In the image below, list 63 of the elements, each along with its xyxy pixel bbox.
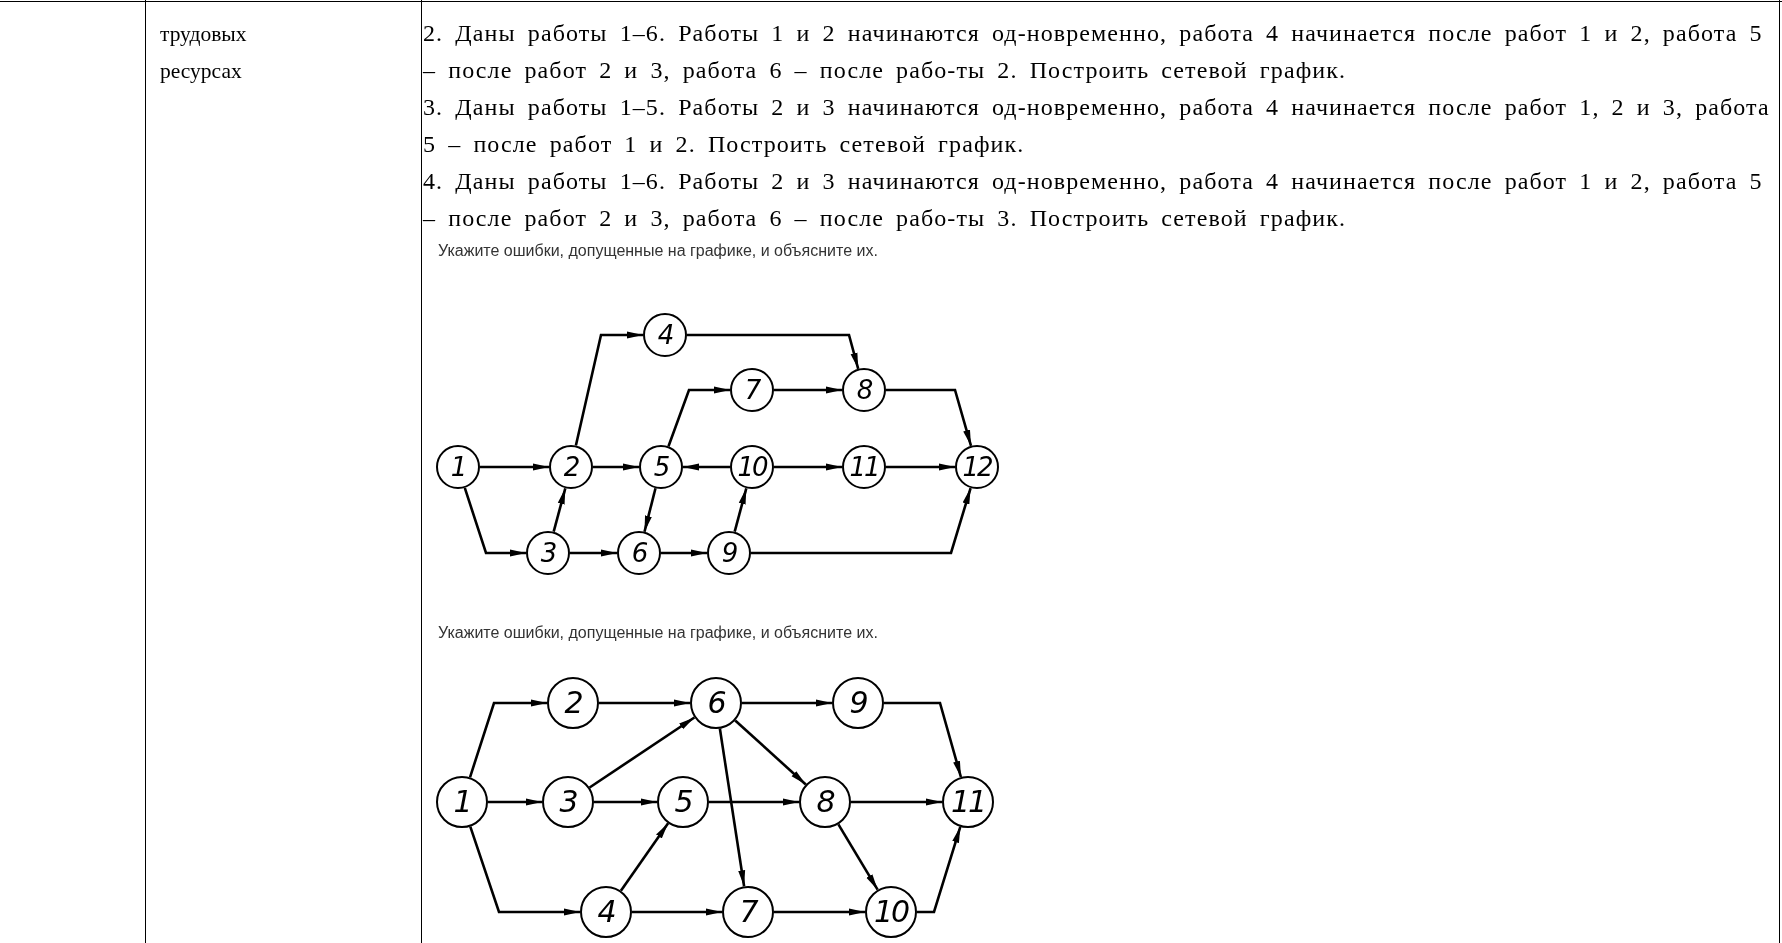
arrow [643, 488, 657, 532]
arrow [661, 549, 707, 557]
task-text: 2. Даны работы 1–6. Работы 1 и 2 начинаются од-новременно, работа 4 начинается после работ 1 и 2, работа 5 – после работ 2 и 3, работа 6 – после рабо-ты 2. Построить сетевой график. [423, 19, 1764, 85]
caption: Укажите ошибки, допущенные на графике, и объясните их. [438, 624, 878, 642]
event-circle: 5 [639, 445, 683, 489]
arrow [632, 908, 722, 916]
event-circle: 6 [617, 531, 661, 575]
event-circle: 10 [730, 445, 774, 489]
arrow [687, 333, 860, 370]
event-circle: 7 [722, 886, 774, 938]
arrow [599, 699, 690, 707]
arrow [734, 719, 807, 786]
arrow [851, 798, 942, 806]
arrow [594, 798, 657, 806]
event-circle: 3 [526, 531, 570, 575]
event-circle: 9 [707, 531, 751, 575]
task-text: 3. Даны работы 1–5. Работы 2 и 3 начинаются од-новременно, работа 4 начинается после работ 1, 2 и 3, работа 5 – после работ 1 и 2. Построить сетевой график. [423, 93, 1771, 159]
event-circle: 2 [549, 445, 593, 489]
arrow [742, 699, 832, 707]
event-circle: 2 [547, 677, 599, 729]
arrow [488, 798, 542, 806]
arrow [884, 701, 963, 778]
event-circle: 11 [842, 445, 886, 489]
event-circle: 8 [799, 776, 851, 828]
arrow [683, 463, 730, 471]
arrow [552, 487, 567, 533]
arrow [574, 331, 643, 446]
arrow [709, 798, 799, 806]
event-circle: 4 [580, 886, 632, 938]
event-circle: 3 [542, 776, 594, 828]
arrow [837, 823, 879, 891]
arrow [886, 463, 955, 471]
event-circle: 5 [657, 776, 709, 828]
event-circle: 12 [955, 445, 999, 489]
arrow [774, 386, 842, 394]
arrow [917, 826, 962, 914]
event-circle: 11 [942, 776, 994, 828]
arrow [469, 826, 580, 916]
arrow [570, 549, 617, 557]
arrow [619, 822, 670, 892]
arrow [468, 699, 547, 778]
event-circle: 8 [842, 368, 886, 412]
event-circle: 1 [436, 776, 488, 828]
arrow [774, 908, 865, 916]
task-text: 4. Даны работы 1–6. Работы 2 и 3 начинаются од-новременно, работа 4 начинается после работ 1 и 2, работа 5 – после работ 2 и 3, работа 6 – после рабо-ты 3. Построить сетевой график. [423, 167, 1764, 233]
arrow [718, 728, 746, 887]
arrow [774, 463, 842, 471]
arrow [751, 487, 972, 555]
arrow [463, 487, 526, 557]
arrow [733, 487, 748, 533]
event-circle: 9 [832, 677, 884, 729]
event-circle: 7 [730, 368, 774, 412]
event-circle: 6 [690, 677, 742, 729]
event-circle: 4 [643, 313, 687, 357]
caption: Укажите ошибки, допущенные на графике, и объясните их. [438, 242, 878, 260]
arrow [480, 463, 549, 471]
table-cell-text: трудовых ресурсах [160, 21, 248, 85]
arrow [886, 388, 973, 447]
event-circle: 1 [436, 445, 480, 489]
arrow [588, 716, 696, 789]
event-circle: 10 [865, 886, 917, 938]
arrow [667, 386, 730, 447]
arrow [593, 463, 639, 471]
